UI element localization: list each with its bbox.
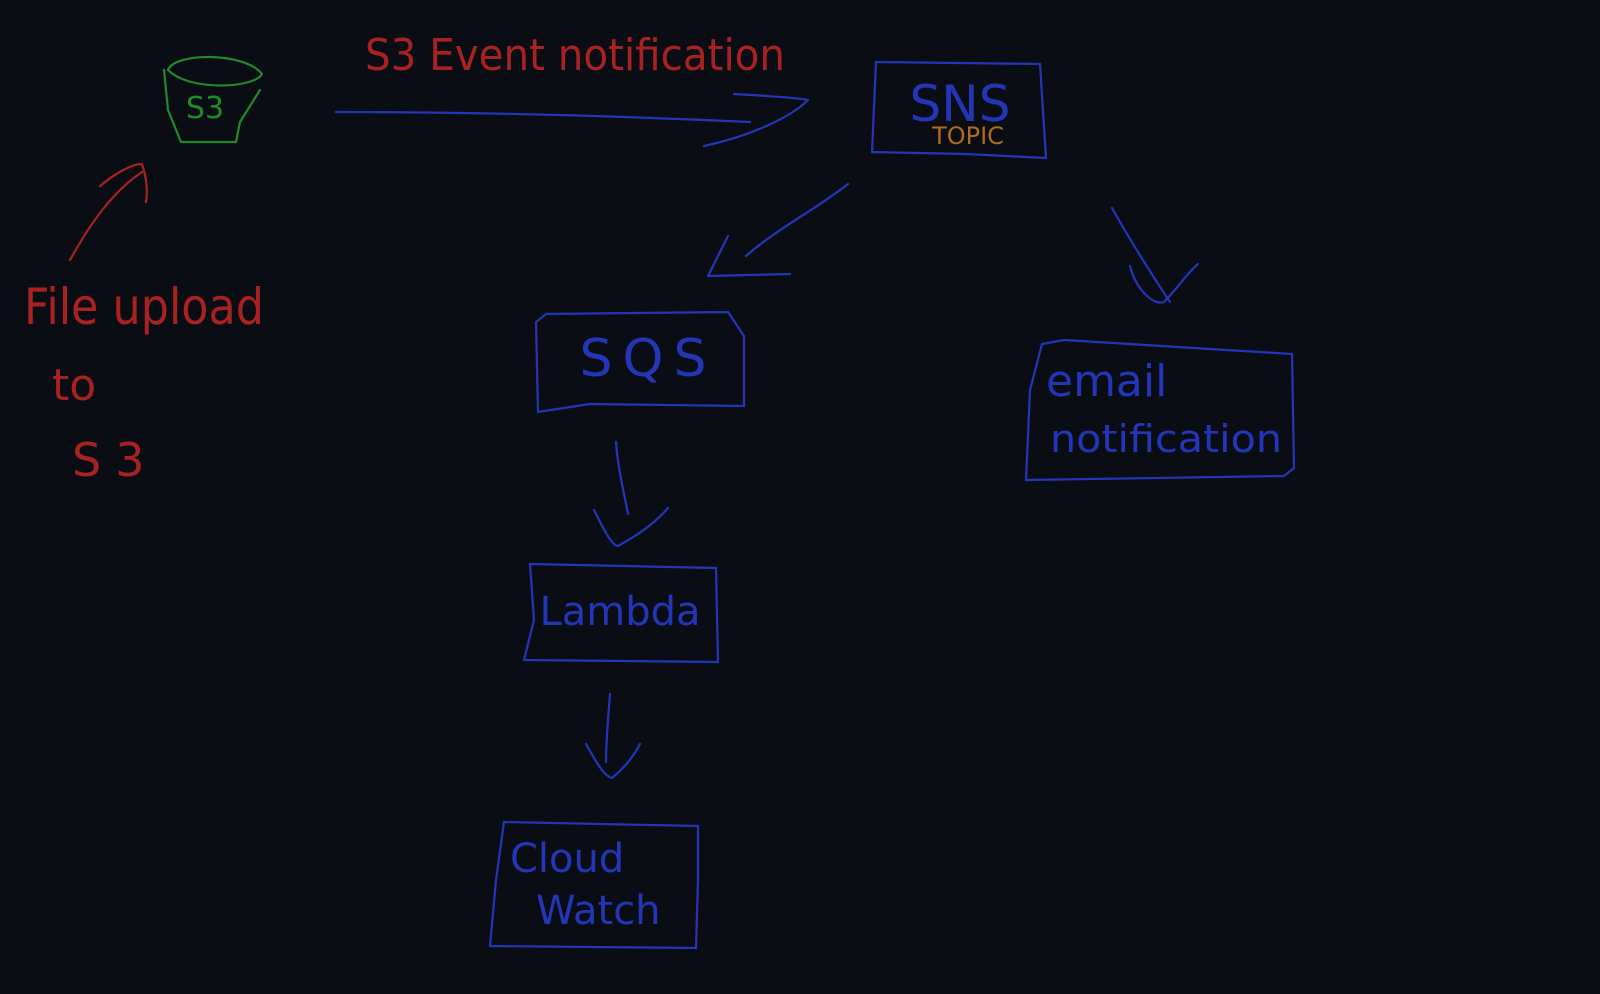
sqs-node: SQS [534,310,746,414]
email-box [1024,338,1296,482]
file-upload-note: File upload to S3 [24,278,264,487]
sns-topic-node: SNS TOPIC [870,60,1048,160]
cloudwatch-node: Cloud Watch [488,820,700,950]
upload-line3: S3 [72,433,158,487]
email-label-line1: email [1046,356,1167,407]
upload-line1: File upload [24,278,264,336]
s3-bucket-node: S3 [162,55,264,144]
lambda-label: Lambda [539,589,700,635]
bucket-icon [162,55,264,144]
upload-line2: to [52,360,96,411]
arrow-lambda-to-cloudwatch [584,692,642,780]
s3-bucket-label: S3 [186,91,224,126]
sns-box [870,60,1048,160]
email-notification-node: email notification [1024,338,1296,482]
cloudwatch-box [488,820,700,950]
arrow-sqs-to-lambda [592,440,670,548]
cloudwatch-label-line2: Watch [536,888,661,934]
email-label-line2: notification [1050,417,1282,461]
arrow-upload-to-s3 [68,162,148,262]
arrow-sns-to-sqs [706,182,850,278]
cloudwatch-label-line1: Cloud [510,836,624,882]
arrow-sns-to-email [1110,206,1200,304]
lambda-node: Lambda [522,562,720,664]
sqs-box [534,310,746,414]
arrow-s3-to-sns [334,92,810,148]
event-notification-label: S3 Event notification [365,30,785,81]
sqs-label: SQS [580,329,717,389]
sns-label: SNS [910,75,1011,133]
sns-sublabel: TOPIC [931,122,1004,150]
lambda-box [522,562,720,664]
